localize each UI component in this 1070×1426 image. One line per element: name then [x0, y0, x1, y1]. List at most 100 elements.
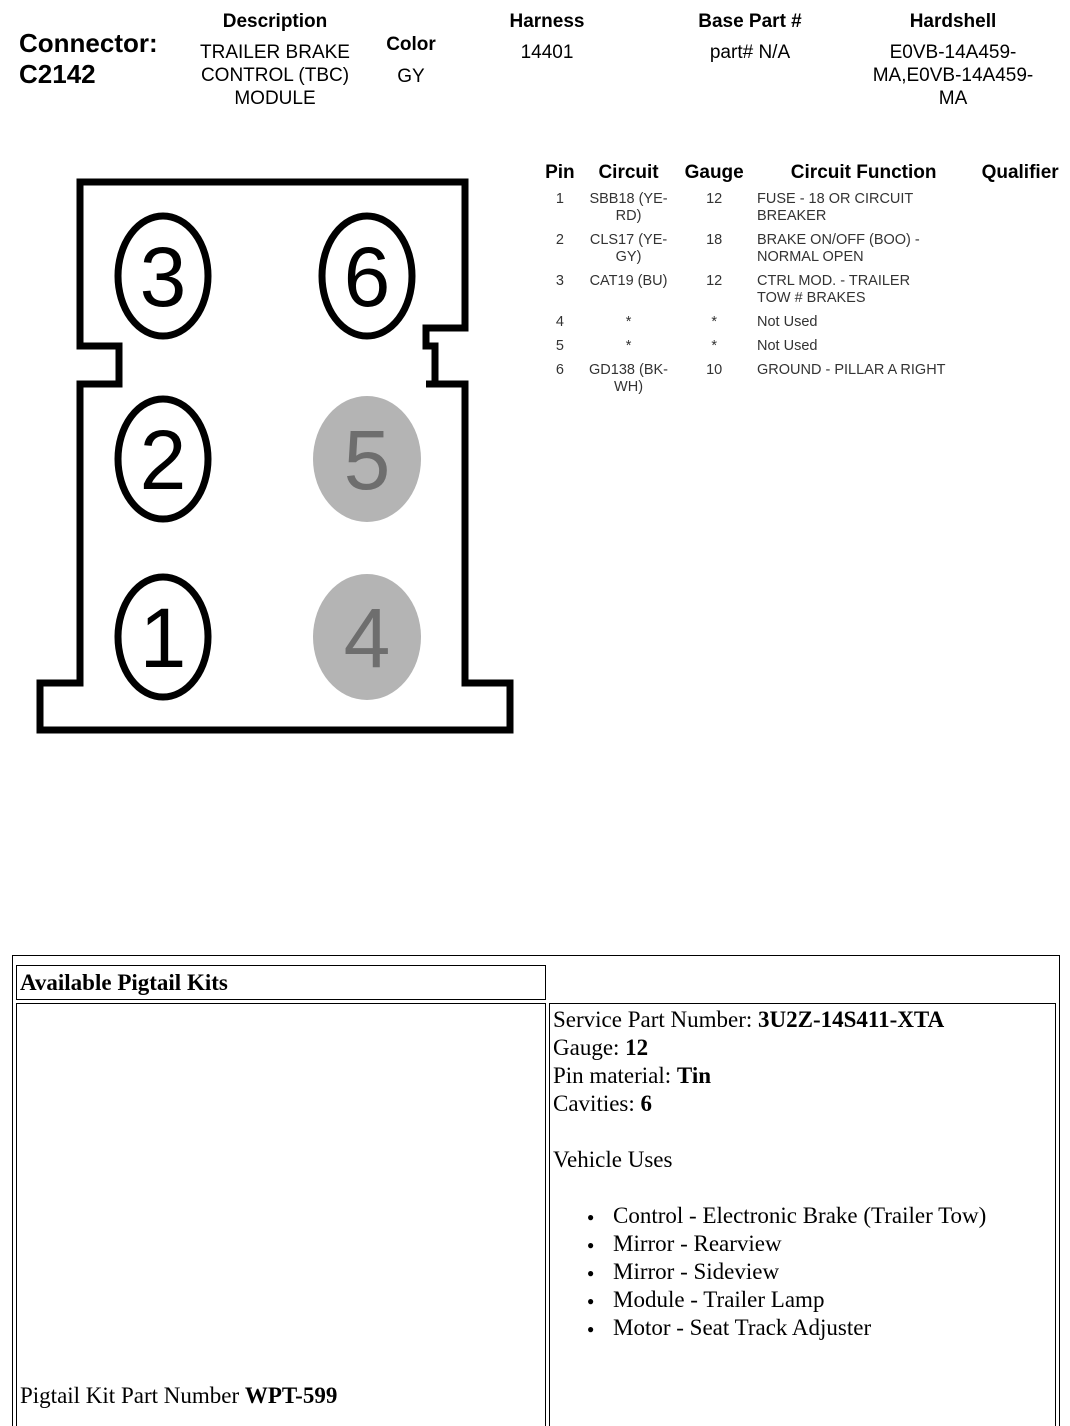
function-cell-line: Not Used	[757, 338, 818, 354]
pin-material: Pin material: Tin	[553, 1062, 986, 1090]
pin-cell: 5	[534, 333, 586, 357]
vehicle-uses-list: Control - Electronic Brake (Trailer Tow)…	[553, 1202, 986, 1343]
pin-cell: 4	[534, 309, 586, 333]
pigtail-image-cell: Pigtail Kit Part Number WPT-599	[16, 1003, 546, 1426]
function-cell-line: TOW # BRAKES	[757, 290, 866, 306]
pin-cell-line: 2	[555, 232, 564, 248]
service-part-number: Service Part Number: 3U2Z-14S411-XTA	[553, 1006, 986, 1034]
qualifier-cell	[970, 186, 1070, 227]
description-line: TRAILER BRAKE	[200, 42, 350, 63]
pigtail-outer-frame	[12, 955, 1060, 1426]
pin-material-value: Tin	[676, 1063, 712, 1088]
cavities-label: Cavities:	[553, 1091, 641, 1116]
function-cell-line: CTRL MOD. - TRAILER	[757, 273, 911, 289]
pigtail-gauge: Gauge: 12	[553, 1034, 986, 1062]
gauge-label: Gauge:	[553, 1035, 626, 1060]
pigtail-details: Service Part Number: 3U2Z-14S411-XTA Gau…	[553, 1006, 986, 1343]
harness-label: Harness	[509, 11, 585, 32]
qualifier-cell	[970, 227, 1070, 268]
color-label: Color	[386, 34, 436, 55]
gauge-cell-line: 10	[706, 362, 723, 378]
pin-table: Pin Circuit Gauge Circuit Function Quali…	[534, 160, 1070, 398]
circuit-cell-line: CAT19 (BU)	[589, 273, 668, 289]
pin-cell-line: 3	[555, 273, 564, 289]
pin-table-row: 5 * * Not Used	[534, 333, 1070, 357]
header-gauge: Gauge	[684, 162, 744, 183]
gauge-cell: 12	[671, 268, 757, 309]
pin-cell-line: 1	[555, 191, 564, 207]
function-cell-line: FUSE - 18 OR CIRCUIT	[757, 191, 914, 207]
service-part-label: Service Part Number:	[553, 1007, 759, 1032]
qualifier-cell	[970, 309, 1070, 333]
function-cell-line: NORMAL OPEN	[757, 249, 864, 265]
pin-cavity-6: 6	[318, 212, 416, 340]
vehicle-use-item: Module - Trailer Lamp	[553, 1286, 986, 1315]
circuit-cell-line: GD138 (BK-	[589, 362, 669, 378]
hardshell-label: Hardshell	[909, 11, 997, 32]
qualifier-cell	[970, 268, 1070, 309]
pin-number: 6	[344, 230, 391, 324]
pin-circle	[114, 212, 212, 340]
function-cell-line: Not Used	[757, 314, 818, 330]
pigtail-kit-value: WPT-599	[244, 1383, 338, 1408]
pin-number: 4	[344, 591, 391, 685]
vehicle-use-item: Motor - Seat Track Adjuster	[553, 1314, 986, 1343]
gauge-value: 12	[625, 1035, 649, 1060]
connector-label: Connector:	[19, 28, 158, 58]
description-line: MODULE	[234, 88, 316, 109]
pin-circle	[313, 396, 421, 522]
function-cell-line: BRAKE ON/OFF (BOO) -	[757, 232, 920, 248]
hardshell-line: E0VB-14A459-	[889, 42, 1017, 63]
circuit-cell: *	[586, 309, 672, 333]
pin-number: 3	[140, 230, 187, 324]
pin-cavity-5: 5	[313, 396, 421, 522]
function-cell: BRAKE ON/OFF (BOO) -NORMAL OPEN	[757, 227, 970, 268]
gauge-cell: *	[671, 309, 757, 333]
circuit-cell-line: *	[625, 314, 632, 330]
pin-number: 2	[140, 413, 187, 507]
gauge-cell: 12	[671, 186, 757, 227]
pigtail-title: Available Pigtail Kits	[20, 970, 228, 995]
vehicle-use-item: Mirror - Sideview	[553, 1258, 986, 1287]
pin-circle	[318, 212, 416, 340]
function-cell: GROUND - PILLAR A RIGHT	[757, 357, 970, 398]
gauge-cell-line: *	[711, 338, 717, 354]
pin-cell-line: 6	[555, 362, 564, 378]
function-cell-line: GROUND - PILLAR A RIGHT	[757, 362, 946, 378]
header-qualifier: Qualifier	[981, 162, 1059, 183]
circuit-cell-line: RD)	[615, 208, 642, 224]
pin-cell-line: 5	[555, 338, 564, 354]
description-value: TRAILER BRAKE CONTROL (TBC) MODULE	[175, 41, 375, 110]
description-label: Description	[222, 11, 328, 32]
cavities-value: 6	[640, 1091, 653, 1116]
base-part-value: part# N/A	[709, 42, 791, 63]
pin-cell-line: 4	[555, 314, 564, 330]
circuit-cell-line: *	[625, 338, 632, 354]
spacer	[553, 1174, 986, 1202]
pin-cavity-4: 4	[313, 574, 421, 700]
service-part-value: 3U2Z-14S411-XTA	[758, 1007, 945, 1032]
circuit-cell-line: GY)	[615, 249, 642, 265]
pin-cell: 6	[534, 357, 586, 398]
pin-circle	[114, 573, 212, 701]
header-pin: Pin	[545, 162, 575, 183]
pin-cell: 3	[534, 268, 586, 309]
function-cell: Not Used	[757, 333, 970, 357]
pin-table-row: 6 GD138 (BK-WH) 10 GROUND - PILLAR A RIGHT	[534, 357, 1070, 398]
function-cell-line: BREAKER	[757, 208, 827, 224]
vehicle-uses-label: Vehicle Uses	[553, 1147, 673, 1172]
pin-circle	[313, 574, 421, 700]
gauge-cell: 10	[671, 357, 757, 398]
pigtail-details-cell: Service Part Number: 3U2Z-14S411-XTA Gau…	[549, 1003, 1056, 1426]
pin-number: 5	[344, 413, 391, 507]
pigtail-title-cell: Available Pigtail Kits	[16, 965, 546, 1000]
spacer	[553, 1118, 986, 1146]
circuit-cell-line: WH)	[614, 379, 644, 395]
hardshell-line: MA	[938, 88, 968, 109]
